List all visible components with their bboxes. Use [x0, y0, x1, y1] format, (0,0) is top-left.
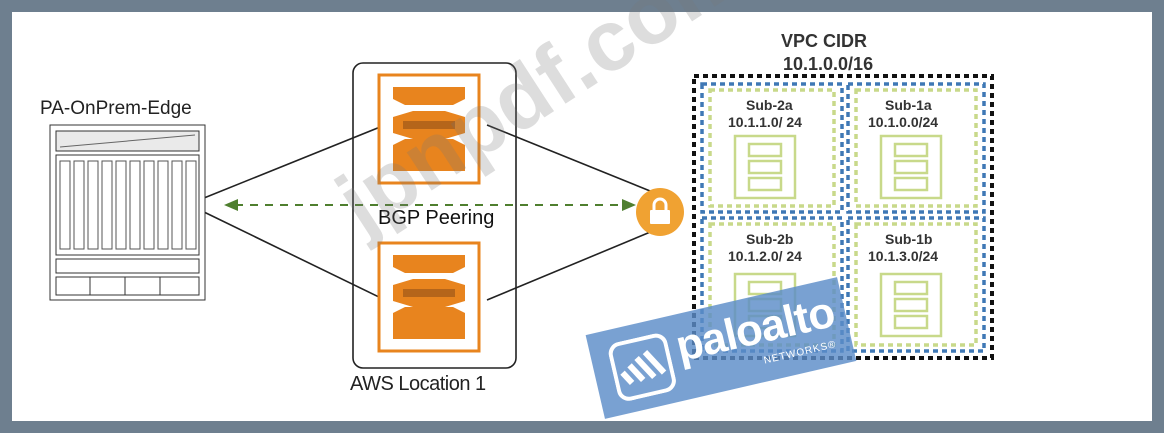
onprem-device-label: PA-OnPrem-Edge [40, 98, 192, 119]
aws-gateway-icon-bottom [377, 241, 481, 353]
aws-gateway-icon-top [377, 73, 481, 185]
subnet-name-1b: Sub-1b [885, 231, 933, 247]
link-onprem-to-top-gateway [203, 124, 386, 199]
subnet-cidr-1b: 10.1.3.0/24 [868, 248, 939, 264]
subnet-cidr-2a: 10.1.1.0/ 24 [728, 114, 802, 130]
link-top-gateway-to-lock [486, 124, 661, 196]
link-onprem-to-bottom-gateway [203, 211, 386, 301]
vpc-cidr: 10.1.0.0/16 [783, 54, 874, 74]
link-bottom-gateway-to-lock [486, 227, 661, 301]
server-icon-sub-1a [879, 134, 943, 200]
subnet-name-2a: Sub-2a [746, 97, 793, 113]
vpc-title: VPC CIDR [781, 31, 868, 51]
subnet-name-1a: Sub-1a [885, 97, 932, 113]
vpn-lock-icon [636, 188, 684, 236]
aws-location-box [352, 62, 517, 369]
server-icon-sub-1b [879, 272, 943, 338]
firewall-chassis-icon [49, 124, 206, 301]
bgp-peering-label: BGP Peering [378, 207, 495, 229]
bgp-peering-arrow [224, 199, 636, 211]
subnet-cidr-2b: 10.1.2.0/ 24 [728, 248, 802, 264]
paloalto-emblem-icon [608, 333, 676, 401]
subnet-cidr-1a: 10.1.0.0/24 [868, 114, 939, 130]
aws-location-label: AWS Location 1 [350, 373, 486, 395]
server-icon-sub-2a [733, 134, 797, 200]
paloalto-logo: paloalto NETWORKS® [585, 277, 857, 419]
subnet-name-2b: Sub-2b [746, 231, 794, 247]
